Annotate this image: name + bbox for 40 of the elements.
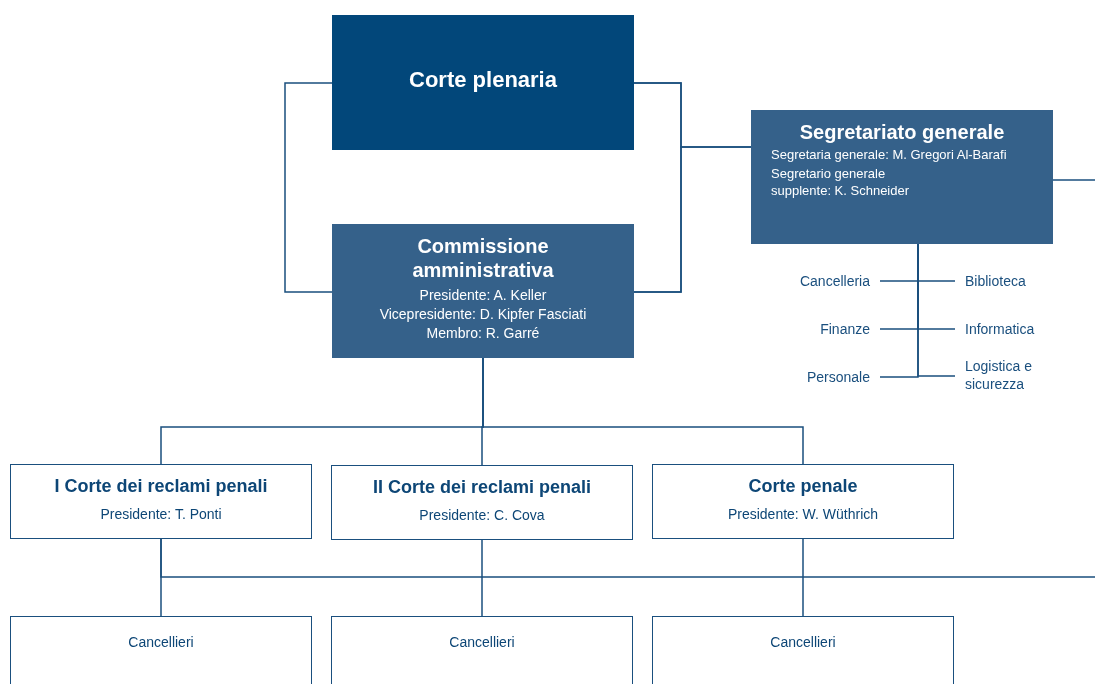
member-text: Vicepresidente: D. Kipfer Fasciati: [379, 305, 587, 324]
org-box: [331, 616, 633, 684]
connector-line: [917, 243, 956, 377]
box-title: Cancellieri: [449, 633, 515, 650]
box-title: I Corte dei reclami penali: [54, 476, 268, 497]
box-title: Segretariato generale: [799, 120, 1005, 144]
member-text: Segretario generale supplente: K. Schneider: [771, 165, 911, 199]
connector-line: [482, 357, 804, 465]
box-title: Commissione amministrativa: [411, 234, 555, 282]
department-label: Personale: [770, 368, 870, 386]
department-label: Informatica: [965, 320, 1065, 338]
org-box: [332, 224, 634, 358]
box-title: Corte plenaria: [409, 67, 557, 93]
department-label: Cancelleria: [770, 272, 870, 290]
box-title: Corte penale: [748, 476, 858, 497]
connector-line: [802, 538, 804, 617]
org-box: [331, 465, 633, 540]
member-text: Presidente: A. Keller: [419, 286, 547, 305]
member-text: Presidente: C. Cova: [419, 507, 545, 523]
connector-line: [633, 146, 752, 293]
org-box: [10, 464, 312, 539]
org-box: [652, 464, 954, 539]
org-box: [332, 15, 634, 150]
org-box: [10, 616, 312, 684]
connector-line: [160, 538, 1095, 578]
connector-line: [481, 539, 483, 617]
org-box: [751, 110, 1053, 244]
member-text: Presidente: T. Ponti: [100, 506, 222, 522]
connector-line: [1052, 179, 1095, 181]
member-text: Segretaria generale: M. Gregori Al-Barafi: [771, 146, 1007, 163]
member-text: Membro: R. Garré: [426, 324, 540, 343]
connector-line: [284, 82, 333, 293]
org-box: [652, 616, 954, 684]
box-title: Cancellieri: [770, 633, 836, 650]
member-text: Presidente: W. Wüthrich: [727, 506, 879, 522]
box-title: II Corte dei reclami penali: [372, 477, 592, 498]
department-label: Biblioteca: [965, 272, 1065, 290]
department-label: Logistica e sicurezza: [965, 357, 1065, 393]
box-title: Cancellieri: [128, 633, 194, 650]
department-label: Finanze: [770, 320, 870, 338]
